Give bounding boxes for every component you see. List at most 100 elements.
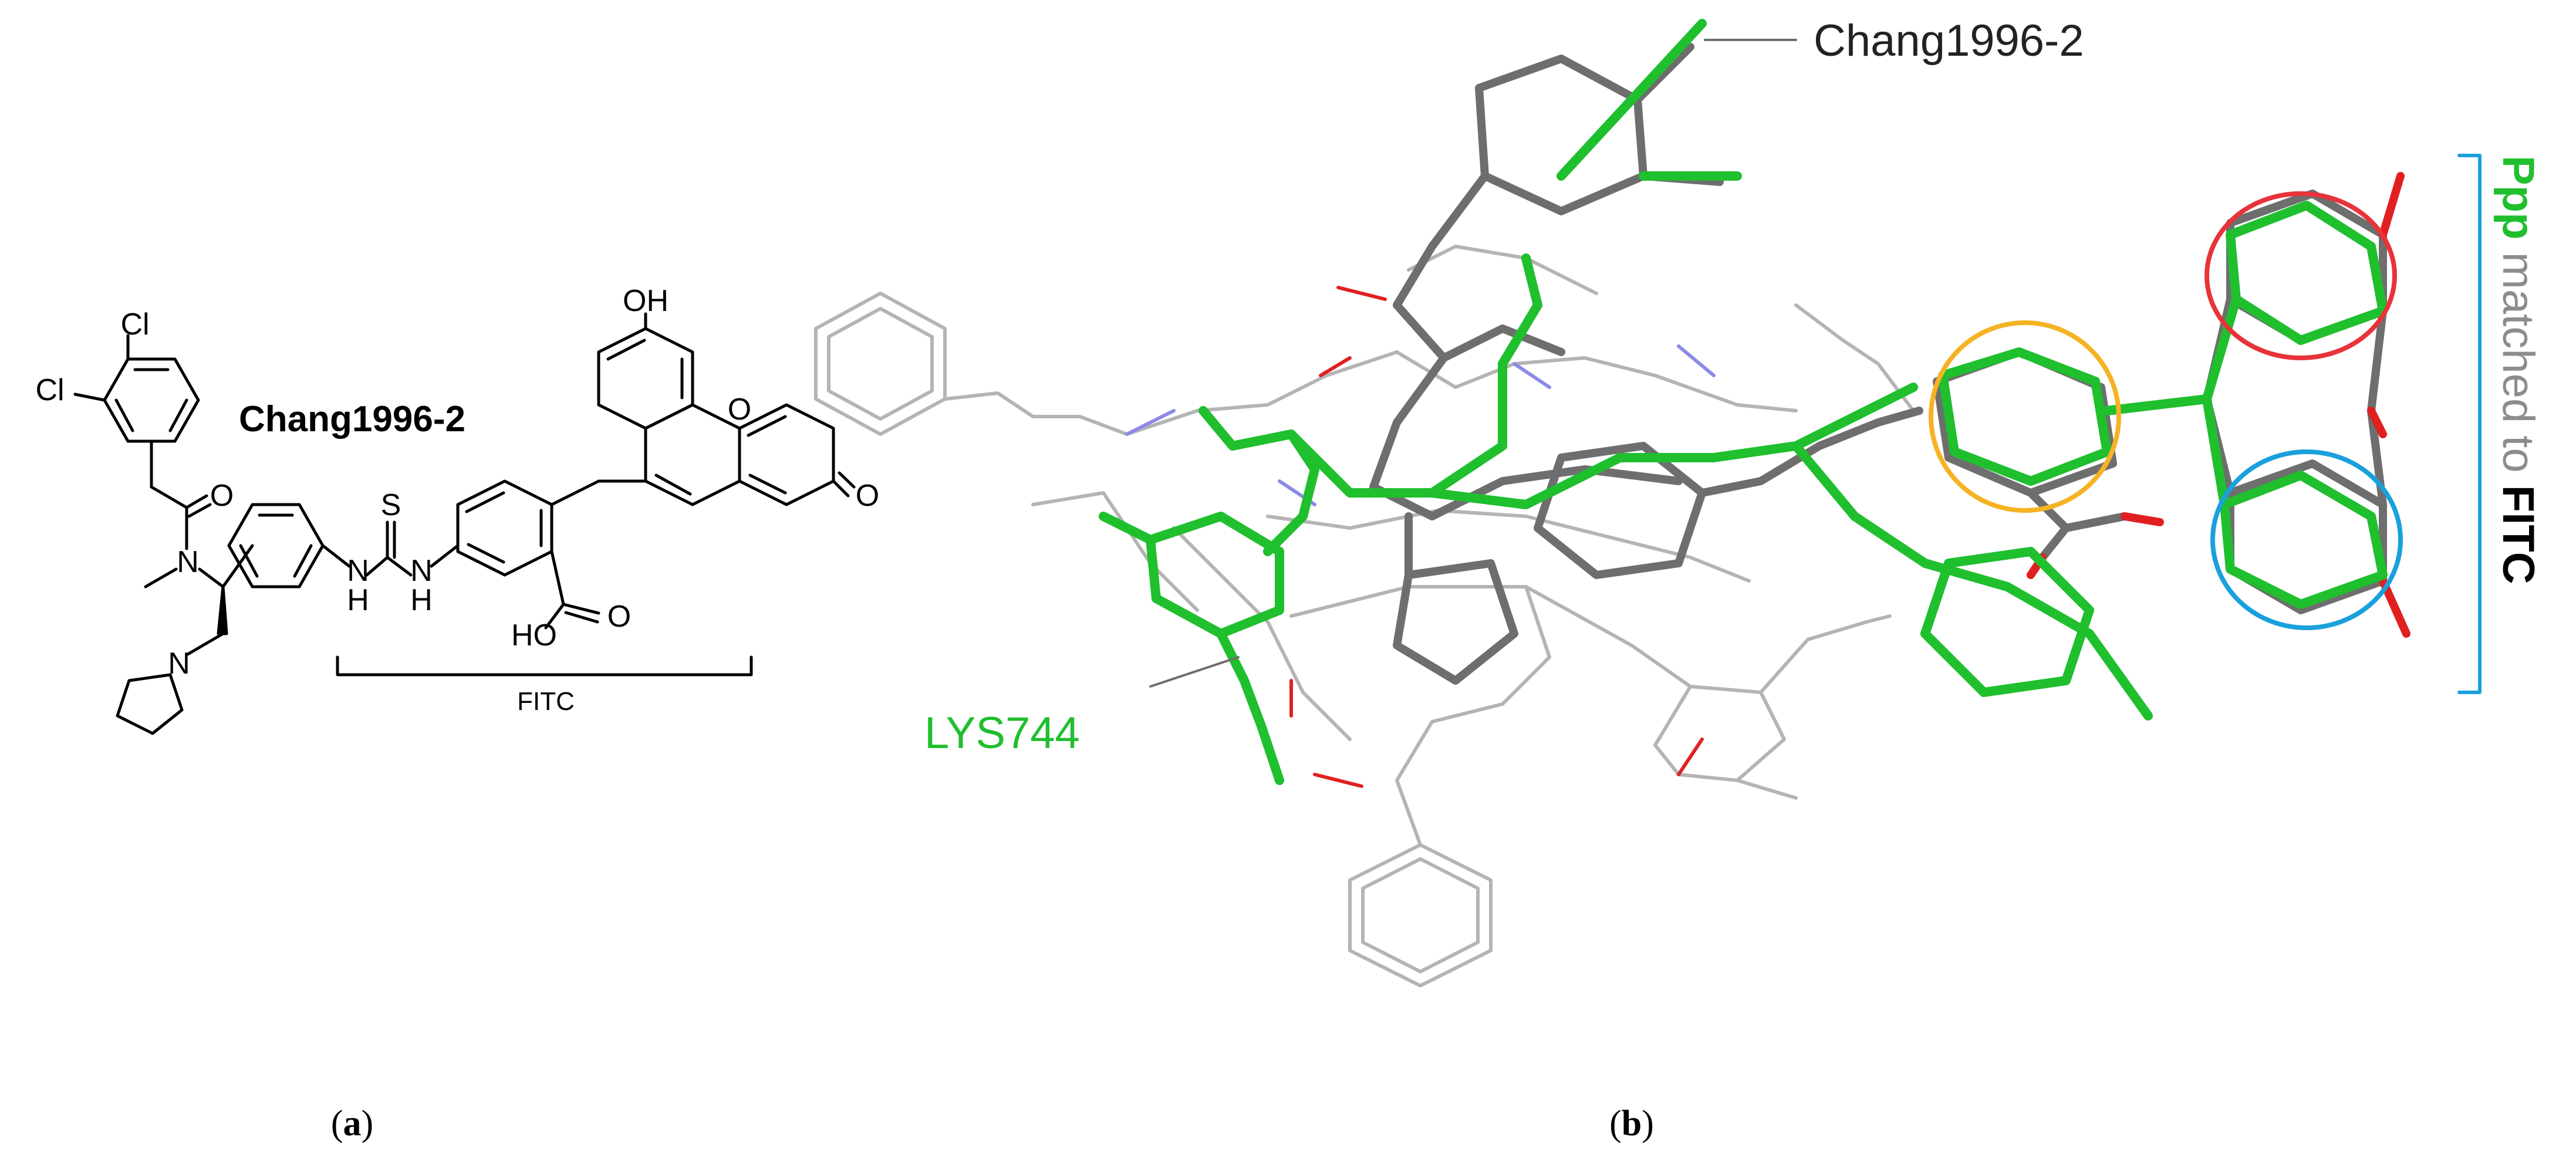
furan-methyl xyxy=(1736,779,1798,800)
pyrrolidine-3d xyxy=(1393,559,1518,685)
atom-oh-top: OH xyxy=(623,284,669,318)
gray-thin-link xyxy=(1172,526,1352,741)
bond-to-cl-left xyxy=(73,393,106,402)
ppp-bottom-ring xyxy=(2220,471,2388,609)
bond-n-methyl xyxy=(144,567,178,588)
chang-linker xyxy=(1393,172,1565,362)
panel-a-atom-labels: Cl Cl O N N N H S N H OH O O HO O Chang1… xyxy=(35,284,879,716)
atom-n-pyrrolidine: N xyxy=(168,647,190,681)
chang-core xyxy=(1369,354,1683,520)
gray-side-chain xyxy=(1289,585,1692,688)
bond-nh-c xyxy=(365,556,389,577)
bond-c-oh xyxy=(544,603,565,630)
matched-word: matched to xyxy=(2493,240,2543,485)
ppp-mid-chain xyxy=(1287,253,1542,498)
benzoic-ring xyxy=(456,479,553,577)
oxygen-bond xyxy=(1313,773,1363,788)
oxygen-bond xyxy=(1336,286,1387,301)
bond-ch-phenyl xyxy=(221,544,254,588)
bond-nh-ar xyxy=(430,544,460,568)
phenylethyl-ring xyxy=(814,292,947,436)
chang-callout-label: Chang1996-2 xyxy=(1814,16,2084,66)
panel-a-label-close: ) xyxy=(362,1104,374,1144)
ppp-left-branch xyxy=(1099,512,1155,544)
ketone-tip-top xyxy=(2379,172,2405,239)
xanthene-bottom-3d xyxy=(2226,459,2387,614)
dichlorophenyl-ring xyxy=(103,357,200,443)
bond-ar-xanthene xyxy=(550,479,600,506)
bond-c-o-double xyxy=(564,611,599,624)
ring-double-bond xyxy=(114,398,134,432)
gray-backbone-1 xyxy=(1125,350,1798,436)
gray-backbone-2 xyxy=(1266,509,1751,583)
atom-cl-top: Cl xyxy=(120,307,149,341)
bond-cooh xyxy=(550,550,565,606)
xanthene-right-ring xyxy=(738,403,835,506)
ring-double-bond xyxy=(465,491,505,513)
ppp-left-chain xyxy=(1198,406,1319,556)
blue-highlight-circle xyxy=(2210,449,2403,630)
ppp-ligand xyxy=(1099,19,2388,785)
ppp-lys-chain xyxy=(1216,629,1284,785)
benzoyl-link xyxy=(1395,585,1551,847)
xanthene-o-bridge xyxy=(2367,307,2387,415)
bond-n-ch xyxy=(198,567,225,588)
atom-ho-acid: HO xyxy=(511,618,557,652)
acid-3d-o xyxy=(2038,524,2070,561)
panel-a-label-open: ( xyxy=(331,1104,343,1144)
bond-co xyxy=(185,494,208,509)
atom-cl-left: Cl xyxy=(35,373,64,407)
ppp-bracket xyxy=(2457,154,2482,694)
phenylethyl-chain xyxy=(943,391,1129,436)
lys744-callout-line xyxy=(1149,656,1240,688)
molecule-name: Chang1996-2 xyxy=(239,399,465,439)
panel-b-overlay xyxy=(814,19,2482,987)
oxygen-bond xyxy=(1319,356,1352,377)
panel-b-label-letter: b xyxy=(1622,1104,1642,1144)
nitrogen-bond xyxy=(1125,409,1176,436)
background-ligands xyxy=(814,245,1915,987)
atom-n-right: N xyxy=(410,554,433,588)
bond-ketone xyxy=(832,479,850,498)
ppp-tail xyxy=(1791,441,2153,721)
panel-b-label: (b) xyxy=(1609,1104,1654,1144)
chang-phenyl-3d xyxy=(1534,442,1706,579)
bond-ch2-n xyxy=(186,632,225,656)
atom-o-acid: O xyxy=(607,600,631,634)
pyrrolidine-ring xyxy=(116,673,184,735)
benzoyl-ring xyxy=(1348,843,1493,987)
red-highlight-circle xyxy=(2204,191,2397,360)
bond-co-double xyxy=(187,503,212,518)
thiourea-3d xyxy=(1698,407,1923,497)
atom-o-amide: O xyxy=(210,479,234,513)
fitc-bracket xyxy=(336,655,753,676)
nitrogen-bond xyxy=(1677,344,1716,377)
ring-double-bond xyxy=(168,398,188,432)
panel-a-structure xyxy=(73,312,856,735)
ring-double-bond xyxy=(239,544,259,578)
ring-double-bond xyxy=(654,473,692,496)
fitc-fragment-label: FITC xyxy=(517,687,575,716)
panel-b-label-close: ) xyxy=(1642,1104,1654,1144)
atom-h-left: H xyxy=(347,583,369,617)
ring-double-bond xyxy=(747,415,787,437)
atom-n-left: N xyxy=(347,554,369,588)
phenylethyl-ring-inner xyxy=(827,307,934,421)
nitrogen-bond xyxy=(1512,362,1551,389)
gray-thin-link-2 xyxy=(1031,491,1199,612)
ring-double-bond xyxy=(467,543,505,564)
central-phenyl-ring xyxy=(227,503,325,588)
bond-c-o xyxy=(562,603,600,615)
panel-b-label-open: ( xyxy=(1609,1104,1622,1144)
atom-h-right: H xyxy=(410,583,433,617)
atom-s-thio: S xyxy=(381,488,401,522)
bond-ph-nh xyxy=(321,544,351,568)
ppp-word: Ppp xyxy=(2493,155,2543,240)
acid-tip xyxy=(2121,512,2164,526)
ppp-c9-bond xyxy=(2102,394,2212,415)
fitc-word: FITC xyxy=(2493,485,2543,584)
ppp-cl-top xyxy=(1557,19,1707,181)
bond-ketone-double xyxy=(838,471,856,489)
ring-double-bond xyxy=(606,339,646,361)
